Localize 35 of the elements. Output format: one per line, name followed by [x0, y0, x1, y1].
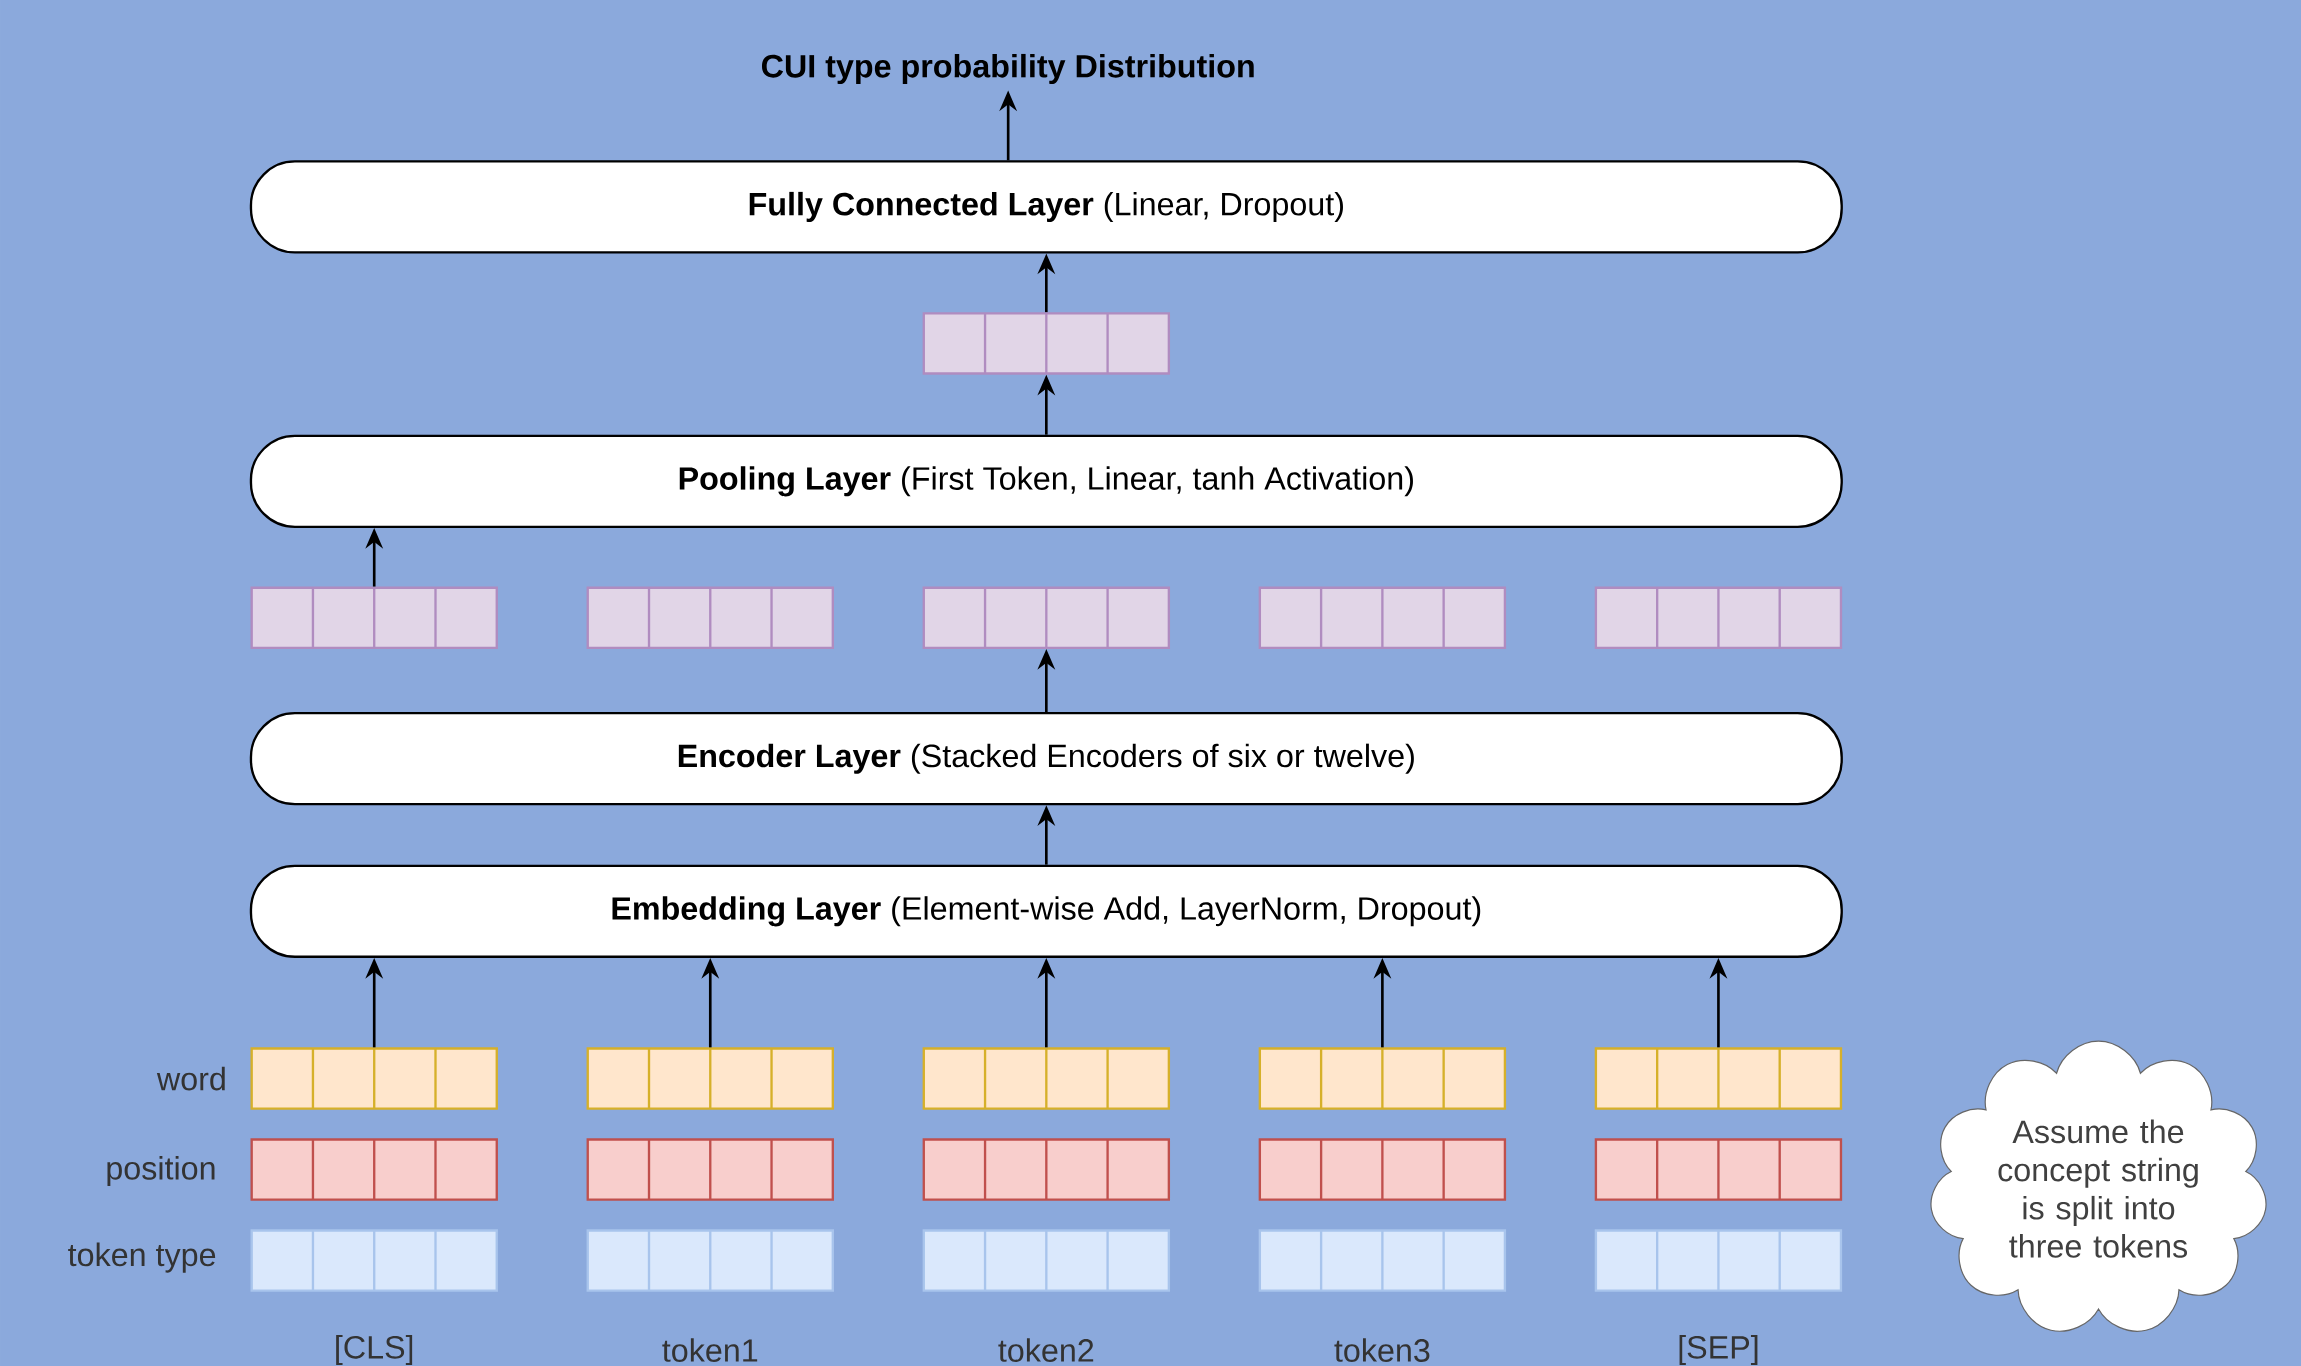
token-label: [CLS] — [336, 1334, 413, 1365]
row-label: token type — [68, 1242, 216, 1273]
layer-box: Pooling Layer (First Token, Linear, tanh Activation) — [249, 434, 1843, 528]
token-label: token2 — [998, 1338, 1094, 1362]
heading-text: CUI type probability Distribution — [762, 53, 1254, 84]
vector-cells — [586, 1138, 834, 1201]
vector-cells — [1594, 1138, 1843, 1201]
vector-cells — [250, 1229, 498, 1292]
layer-box: Embedding Layer (Element-wise Add, LayerNorm, Dropout) — [249, 864, 1843, 958]
token-label: [SEP] — [1679, 1334, 1758, 1365]
vector-cells — [586, 1229, 834, 1292]
vector-cells — [1258, 586, 1507, 649]
token-label: token3 — [1334, 1338, 1430, 1362]
vector-cells — [1594, 586, 1843, 649]
vector-cells — [1258, 1047, 1507, 1110]
vector-cells — [922, 1229, 1171, 1292]
vector-cells — [586, 586, 834, 649]
row-label: word — [156, 1066, 225, 1091]
row-label: position — [107, 1155, 215, 1186]
vector-cells — [250, 1047, 498, 1110]
layer-box: Fully Connected Layer (Linear, Dropout) — [249, 160, 1843, 254]
vector-cells — [1594, 1229, 1843, 1292]
vector-cells — [1258, 1138, 1507, 1201]
vector-cells — [922, 1047, 1171, 1110]
vector-cells — [922, 312, 1171, 375]
layer-box: Encoder Layer (Stacked Encoders of six or twelve) — [249, 711, 1843, 806]
vector-cells — [250, 586, 498, 649]
vector-cells — [1594, 1047, 1843, 1110]
vector-cells — [922, 586, 1171, 649]
vector-cells — [922, 1138, 1171, 1201]
note-cloud: Assume the concept string is split into three tokens — [1930, 1040, 2267, 1332]
token-label: token1 — [662, 1338, 758, 1362]
vector-cells — [250, 1138, 498, 1201]
vector-cells — [586, 1047, 834, 1110]
vector-cells — [1258, 1229, 1507, 1292]
